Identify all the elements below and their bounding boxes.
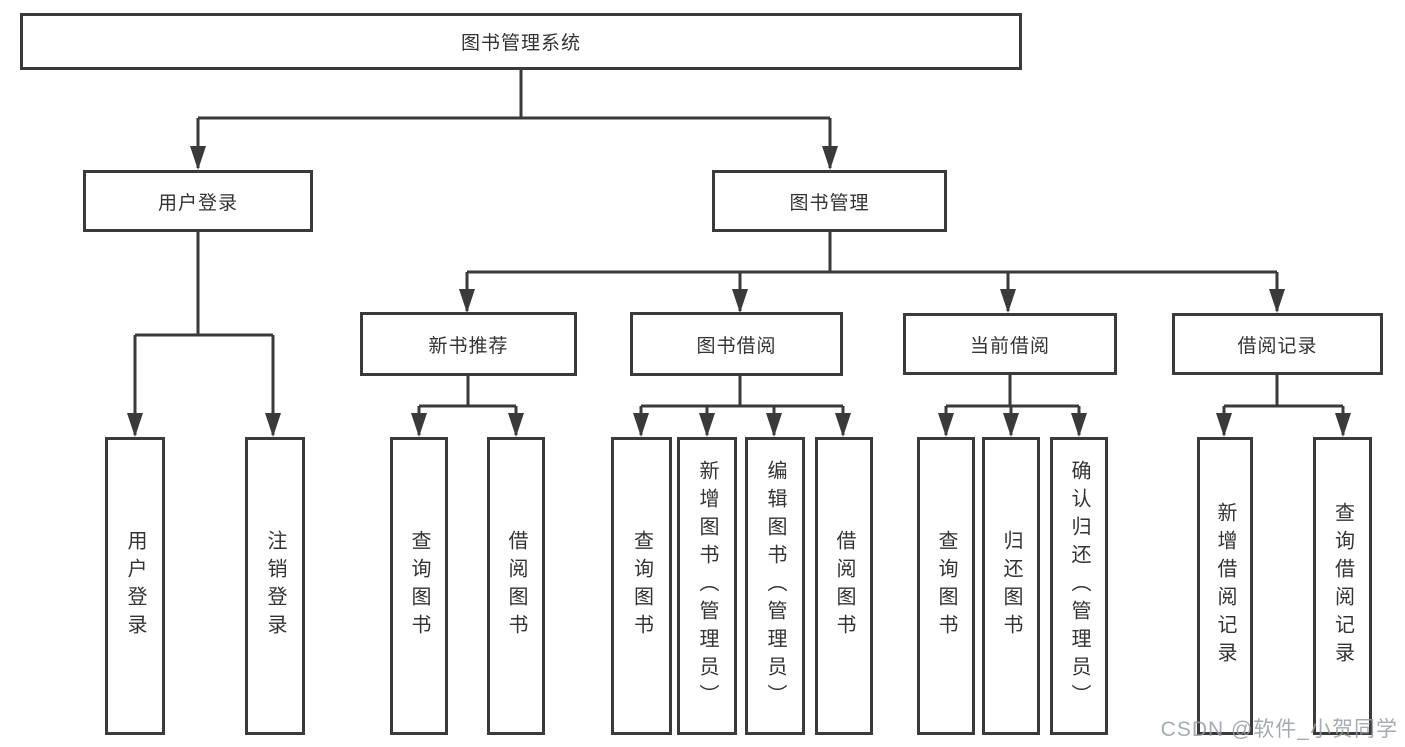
node-query-books: 查询图书 [917,437,975,735]
node-user-login: 用户登录 [83,170,313,232]
node-current-borrow: 当前借阅 [903,313,1117,375]
node-borrow-books: 借阅图书 [487,437,545,735]
node-borrow-records: 借阅记录 [1172,313,1383,375]
node-book-borrow: 图书借阅 [630,312,843,376]
node-borrow-books: 借阅图书 [815,437,873,735]
node-add-books-admin: 新增图书（管理员） [677,437,737,735]
node-confirm-return-admin: 确认归还（管理员） [1050,437,1108,735]
node-query-borrow-record: 查询借阅记录 [1313,437,1372,735]
node-add-borrow-record: 新增借阅记录 [1197,437,1253,735]
node-edit-books-admin: 编辑图书（管理员） [745,437,805,735]
node-library-management-system: 图书管理系统 [20,13,1022,70]
node-book-management: 图书管理 [712,170,947,232]
node-logout: 注销登录 [245,437,305,735]
csdn-watermark: CSDN @软件_小贺同学 [1160,718,1398,741]
node-new-book-recommend: 新书推荐 [360,312,577,376]
node-return-books: 归还图书 [982,437,1040,735]
node-query-books: 查询图书 [611,437,672,735]
node-user-login-leaf: 用户登录 [105,437,165,735]
node-query-books: 查询图书 [390,437,448,735]
